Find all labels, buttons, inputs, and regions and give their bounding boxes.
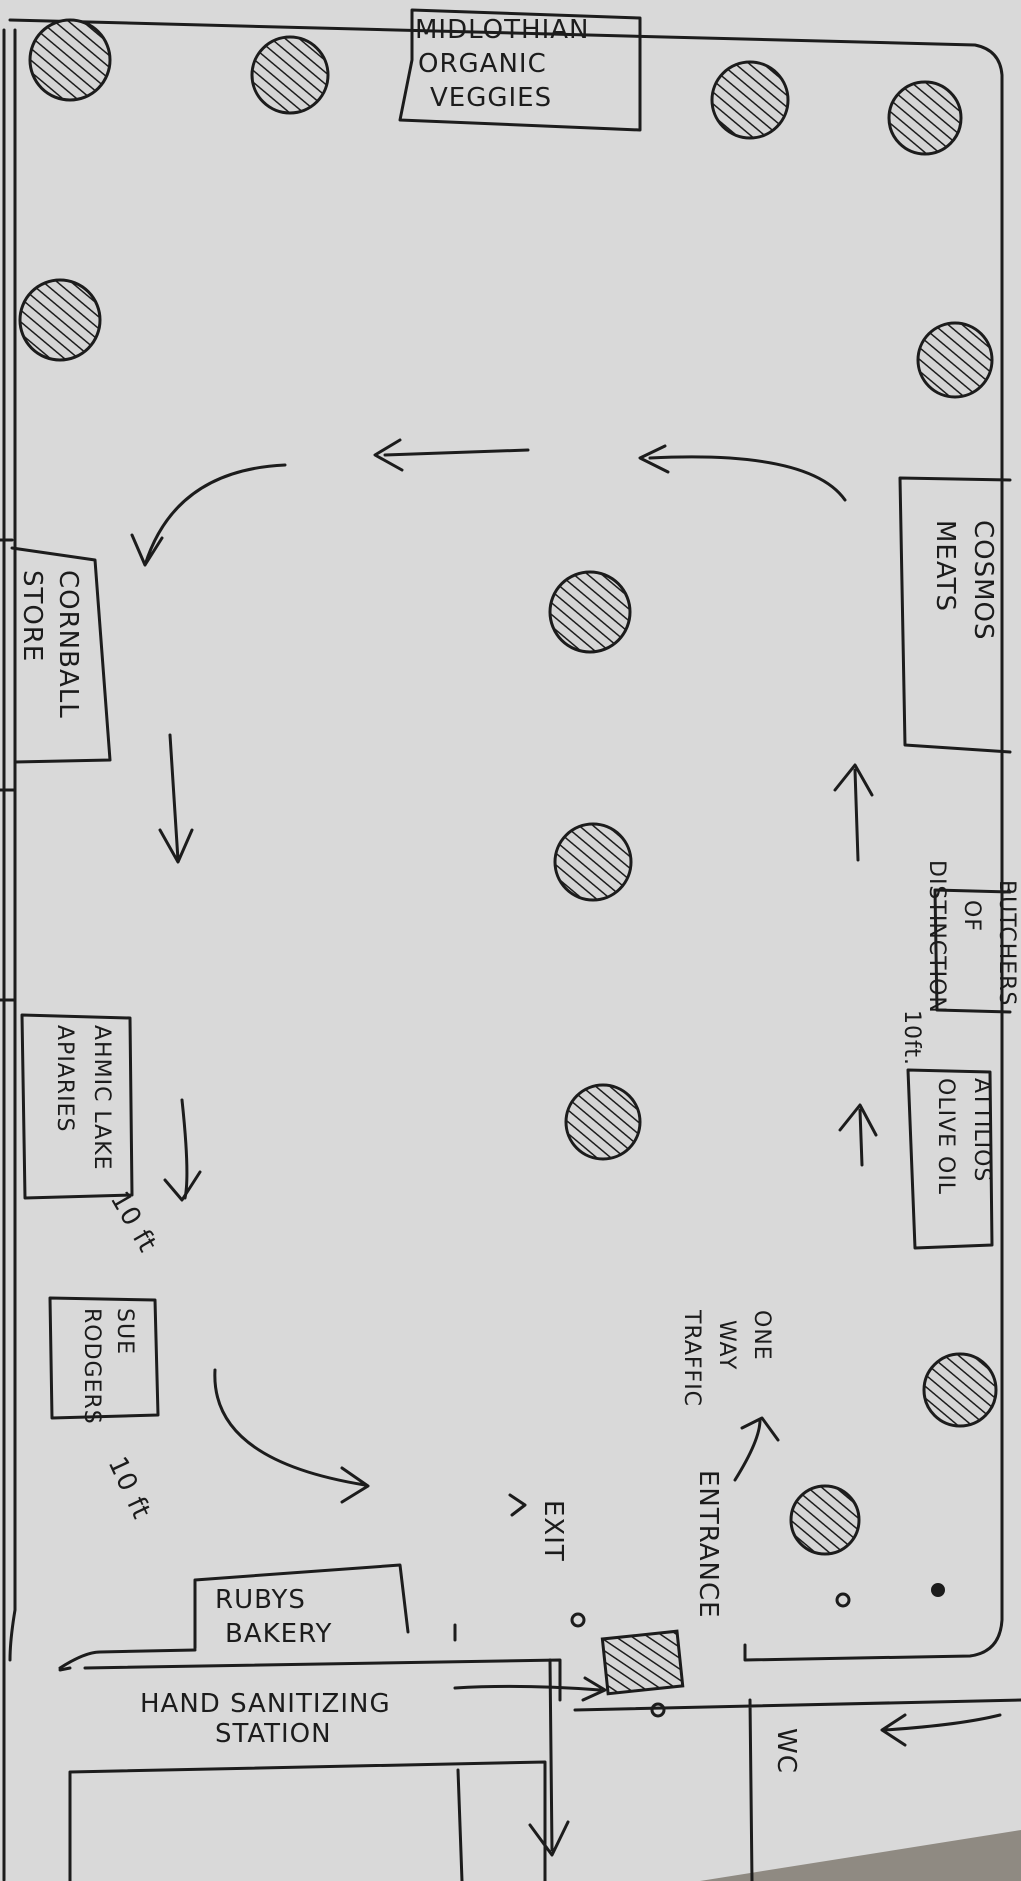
arrow-left-down-1 [158, 733, 194, 864]
pillar [18, 278, 102, 362]
vendor-attilios-olive-oil: ATTILIOS OLIVE OIL [906, 1068, 994, 1250]
arrow-exit-down [528, 1658, 570, 1857]
arrow-top-straight [373, 438, 530, 472]
arrow-bottom-curve [213, 1368, 370, 1504]
arrow-one-way [733, 1416, 780, 1482]
marker-dot [650, 1702, 666, 1718]
vendor-name-line: APIARIES [52, 1025, 77, 1133]
vendor-name-line: OLIVE OIL [933, 1078, 958, 1195]
marker-dot [931, 1583, 945, 1597]
vendor-midlothian-organic-veggies: MIDLOTHIAN ORGANIC VEGGIES [398, 8, 642, 132]
vendor-cornball-store: CORNBALL STORE [10, 546, 112, 764]
pillar [28, 18, 112, 102]
sanitizing-label-line: STATION [215, 1719, 332, 1749]
pillar [564, 1083, 642, 1161]
vendor-cosmos-meats: COSMOS MEATS [898, 476, 1012, 754]
vendor-name-line: VEGGIES [430, 83, 552, 113]
vendor-butchers-of-distinction: BUTCHERS OF DISTINCTION 10ft. [899, 860, 1019, 1066]
vendor-name-line: AHMIC LAKE [89, 1025, 114, 1171]
arrow-entrance-in [880, 1713, 1002, 1747]
arrow-exit [508, 1493, 527, 1517]
vendor-name-line: RODGERS [79, 1308, 104, 1425]
vendor-name-line: BUTCHERS [994, 880, 1019, 1006]
vendor-name-line: RUBYS [215, 1585, 306, 1615]
pillar [916, 321, 994, 399]
wall-tick [0, 538, 16, 1002]
entrance-label: ENTRANCE [693, 1470, 723, 1619]
pillar [922, 1352, 998, 1428]
one-way-label-line: WAY [714, 1320, 739, 1370]
arrow-right-wall-up-1 [838, 1103, 878, 1167]
vendor-rubys-bakery: RUBYS BAKERY [193, 1563, 457, 1650]
pillar [553, 822, 633, 902]
one-way-label-line: ONE [749, 1310, 774, 1361]
arrow-left-down-2 [163, 1098, 202, 1202]
sanitizing-label-line: HAND SANITIZING [140, 1689, 391, 1719]
hand-sanitizing-station: HAND SANITIZING STATION [140, 1629, 685, 1749]
marker-dot [570, 1612, 586, 1628]
pillar [789, 1484, 861, 1556]
pillar [250, 35, 330, 115]
vendor-name-line: SUE [112, 1308, 137, 1355]
pillar [710, 60, 790, 140]
pillar [548, 570, 632, 654]
wc-label: WC [771, 1728, 801, 1774]
vendor-name-line: MIDLOTHIAN [415, 15, 589, 45]
vendor-name-line: ORGANIC [418, 49, 547, 79]
traffic-flow-arrows [130, 438, 1002, 1857]
arrow-sanitizing-pointer [453, 1676, 607, 1702]
arrow-right-wall-up-2 [833, 763, 874, 862]
vendor-name-line: CORNBALL [53, 570, 83, 719]
arrow-top-left-curve [130, 463, 287, 567]
vendor-name-line: BAKERY [225, 1619, 332, 1649]
arrow-top-curve [638, 444, 847, 502]
vendor-name-line: MEATS [930, 520, 960, 612]
vendor-name-line: STORE [17, 570, 47, 662]
spacing-label: 10ft. [899, 1010, 924, 1066]
pillar [887, 80, 963, 156]
vendor-name-line: DISTINCTION [924, 860, 949, 1014]
pillars [18, 18, 998, 1556]
markers [570, 1583, 945, 1718]
annex-rooms [58, 1658, 1021, 1881]
vendor-name-line: ATTILIOS [969, 1078, 994, 1182]
one-way-label-line: TRAFFIC [679, 1309, 704, 1407]
exit-label: EXIT [538, 1500, 568, 1562]
vendor-name-line: COSMOS [968, 520, 998, 641]
vendor-name-line: OF [959, 900, 984, 932]
marker-dot [835, 1592, 851, 1608]
building-outline [2, 18, 1004, 1881]
